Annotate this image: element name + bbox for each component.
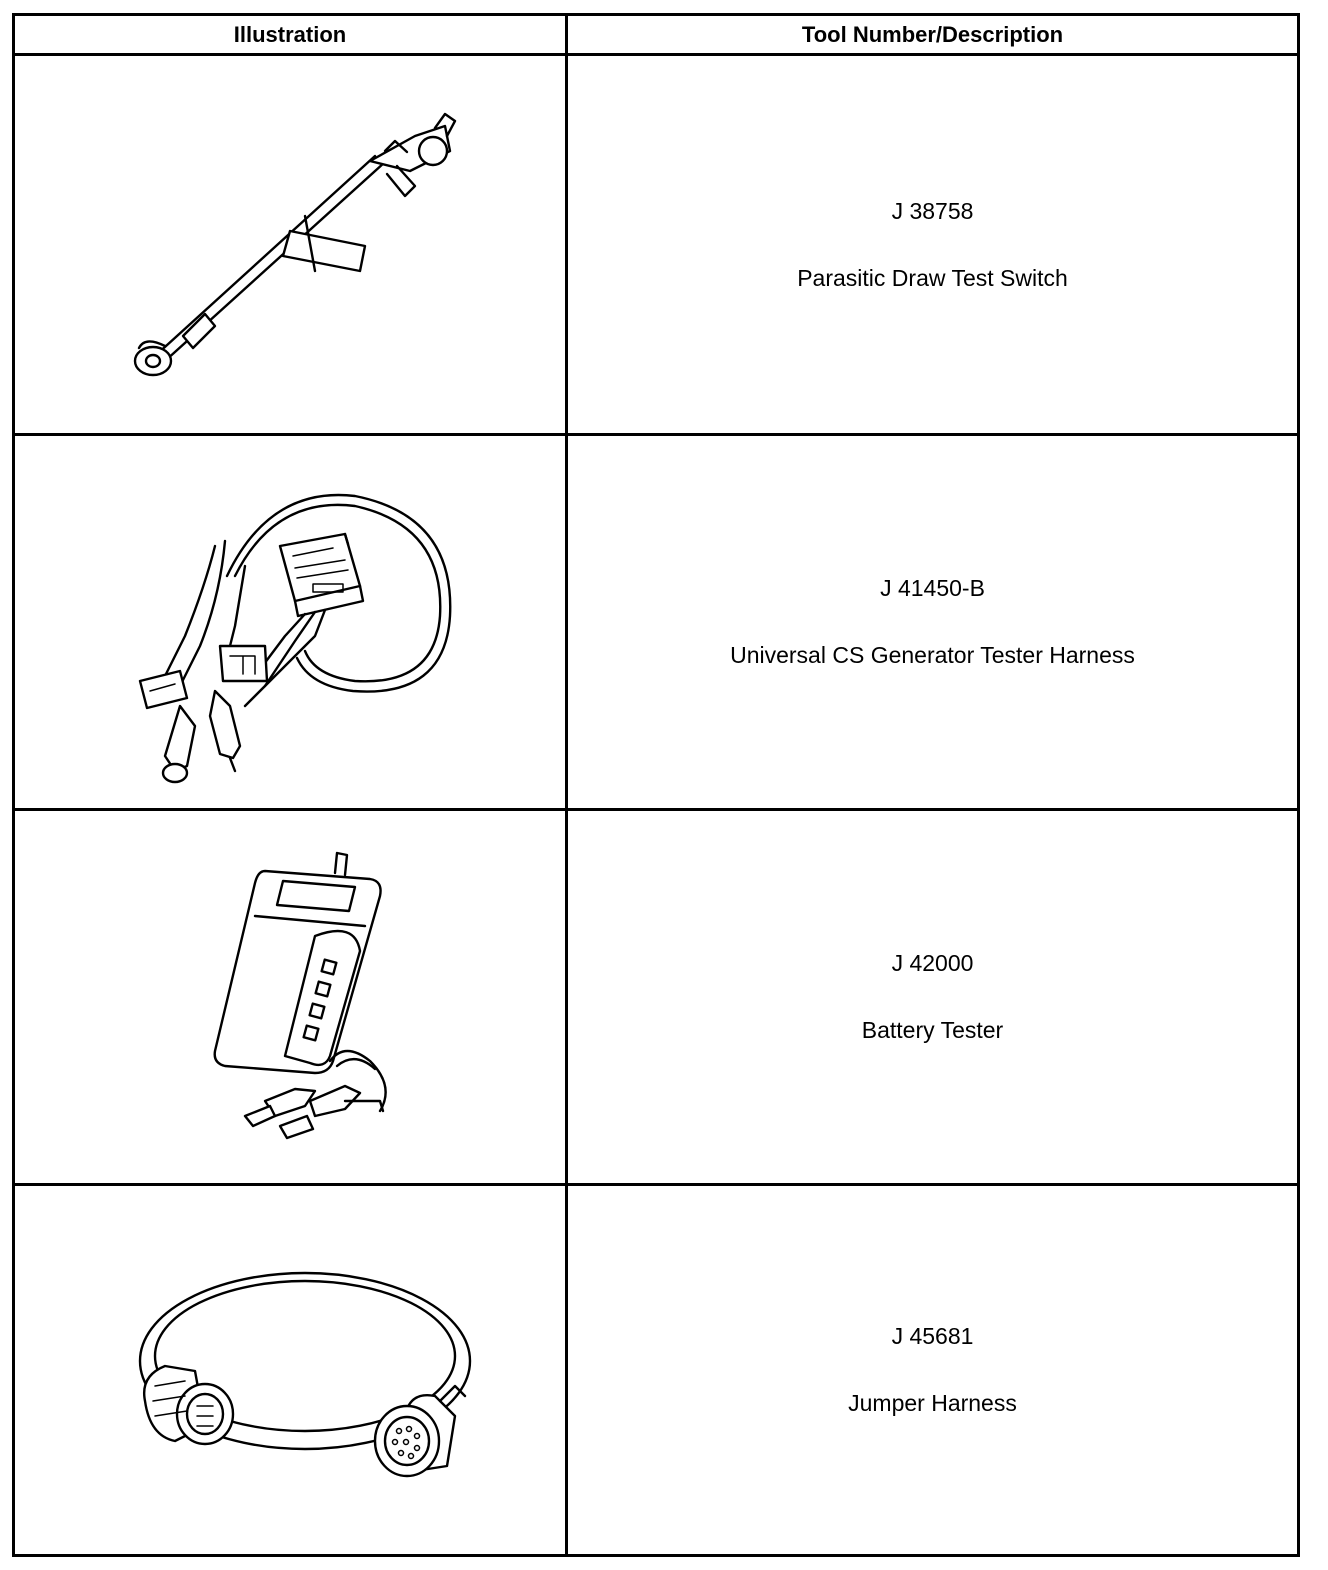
tool-description: Jumper Harness [848,1390,1017,1416]
generator-tester-harness-illustration [138,493,452,784]
tool-description: Universal CS Generator Tester Harness [730,642,1135,668]
illustration-cell [15,436,568,808]
tool-number: J 45681 [891,1323,974,1349]
row-divider [15,808,1297,811]
parasitic-draw-test-switch-illustration [133,112,457,377]
illustration-cell [15,56,568,433]
row-divider [15,1183,1297,1186]
battery-tester-illustration [213,851,387,1140]
tool-description-cell: J 45681 Jumper Harness [568,1186,1297,1554]
tool-description: Parasitic Draw Test Switch [797,264,1068,291]
table-row: J 42000 Battery Tester [15,811,1297,1183]
jumper-harness-illustration [138,1271,472,1478]
tool-description: Battery Tester [861,1017,1004,1043]
tool-number: J 41450-B [880,575,985,601]
header-illustration: Illustration [15,16,568,56]
illustration-cell [15,1186,568,1554]
illustration-cell [15,811,568,1183]
row-divider [15,433,1297,436]
tool-description-cell: J 41450-B Universal CS Generator Tester … [568,436,1297,808]
table-row: J 41450-B Universal CS Generator Tester … [15,436,1297,808]
tool-description-cell: J 42000 Battery Tester [568,811,1297,1183]
table-row: J 38758 Parasitic Draw Test Switch [15,56,1297,433]
tool-description-cell: J 38758 Parasitic Draw Test Switch [568,56,1297,433]
tool-number: J 42000 [891,950,974,976]
header-tool-number-description: Tool Number/Description [568,16,1297,56]
table-row: J 45681 Jumper Harness [15,1186,1297,1554]
tool-table: Illustration Tool Number/Description [12,13,1300,1557]
tool-number: J 38758 [891,197,974,224]
